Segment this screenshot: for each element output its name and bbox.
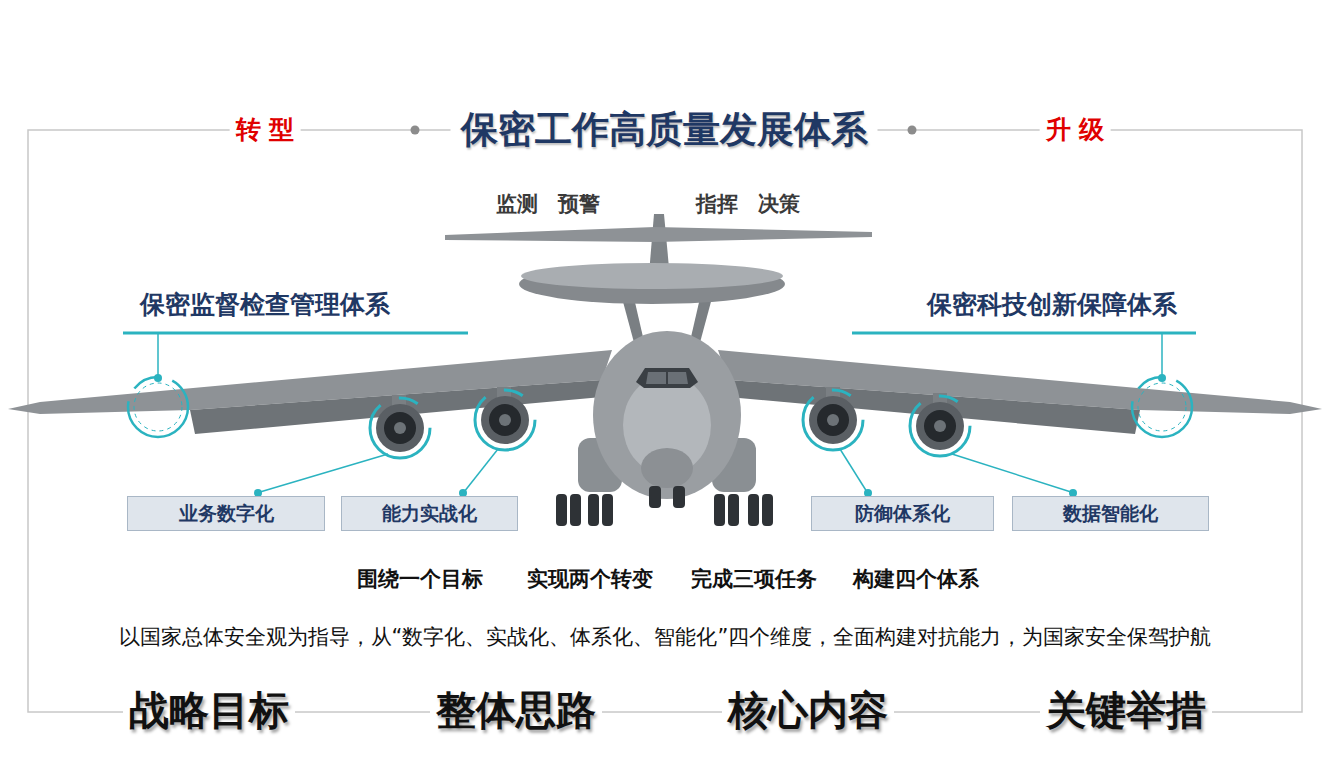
frame-dot — [908, 126, 917, 135]
summary-phrase: 实现两个转变 — [527, 567, 653, 592]
stabilizer — [445, 227, 872, 242]
aircraft — [8, 214, 1322, 526]
ring — [134, 383, 182, 431]
section-heading: 整体思路 — [430, 686, 602, 734]
leader-line — [952, 454, 1071, 492]
frame — [28, 130, 1302, 712]
function-label: 指挥 决策 — [696, 192, 799, 217]
ring — [1138, 383, 1186, 431]
radome — [519, 264, 785, 304]
ring — [1132, 377, 1192, 437]
capability-box: 能力实战化 — [341, 496, 518, 531]
box-label: 业务数字化 — [179, 501, 274, 527]
side-tag: 升 级 — [1040, 115, 1111, 145]
radome-top — [521, 263, 783, 289]
leaders — [123, 333, 1196, 492]
function-label: 监测 预警 — [496, 192, 599, 217]
summary-phrase: 围绕一个目标 — [357, 567, 483, 592]
cockpit — [636, 368, 698, 388]
system-heading: 保密监督检查管理体系 — [140, 290, 390, 320]
leader-dots — [154, 374, 1166, 497]
underline — [123, 332, 468, 335]
box-label: 防御体系化 — [855, 501, 950, 527]
capability-box: 防御体系化 — [811, 496, 994, 531]
summary-phrase: 构建四个体系 — [853, 567, 979, 592]
summary-phrase: 完成三项任务 — [691, 567, 817, 592]
section-heading: 核心内容 — [722, 686, 894, 734]
frame-dot — [411, 126, 420, 135]
system-heading: 保密科技创新保障体系 — [927, 290, 1177, 320]
leader-line — [840, 449, 867, 492]
leader-line — [157, 334, 159, 377]
box-label: 能力实战化 — [382, 501, 477, 527]
side-tag: 转 型 — [230, 115, 301, 145]
leader-line — [260, 454, 388, 492]
window — [646, 372, 688, 384]
ring — [128, 377, 188, 437]
fuselage — [593, 331, 741, 499]
engine — [475, 387, 535, 450]
description: 以国家总体安全观为指导，从“数字化、实战化、体系化、智能化”四个维度，全面构建对… — [119, 625, 1212, 650]
chin — [641, 448, 693, 488]
wheels — [556, 486, 773, 526]
section-heading: 战略目标 — [123, 686, 295, 734]
leader-line — [464, 449, 498, 492]
title: 保密工作高质量发展体系 — [451, 108, 878, 152]
capability-box: 业务数字化 — [127, 496, 325, 531]
engine — [910, 393, 970, 456]
capability-box: 数据智能化 — [1012, 496, 1209, 531]
engine — [803, 387, 863, 450]
section-heading: 关键举措 — [1040, 686, 1212, 734]
leader-line — [1161, 334, 1163, 377]
underline — [852, 332, 1196, 335]
engine — [370, 395, 430, 458]
box-label: 数据智能化 — [1063, 501, 1158, 527]
